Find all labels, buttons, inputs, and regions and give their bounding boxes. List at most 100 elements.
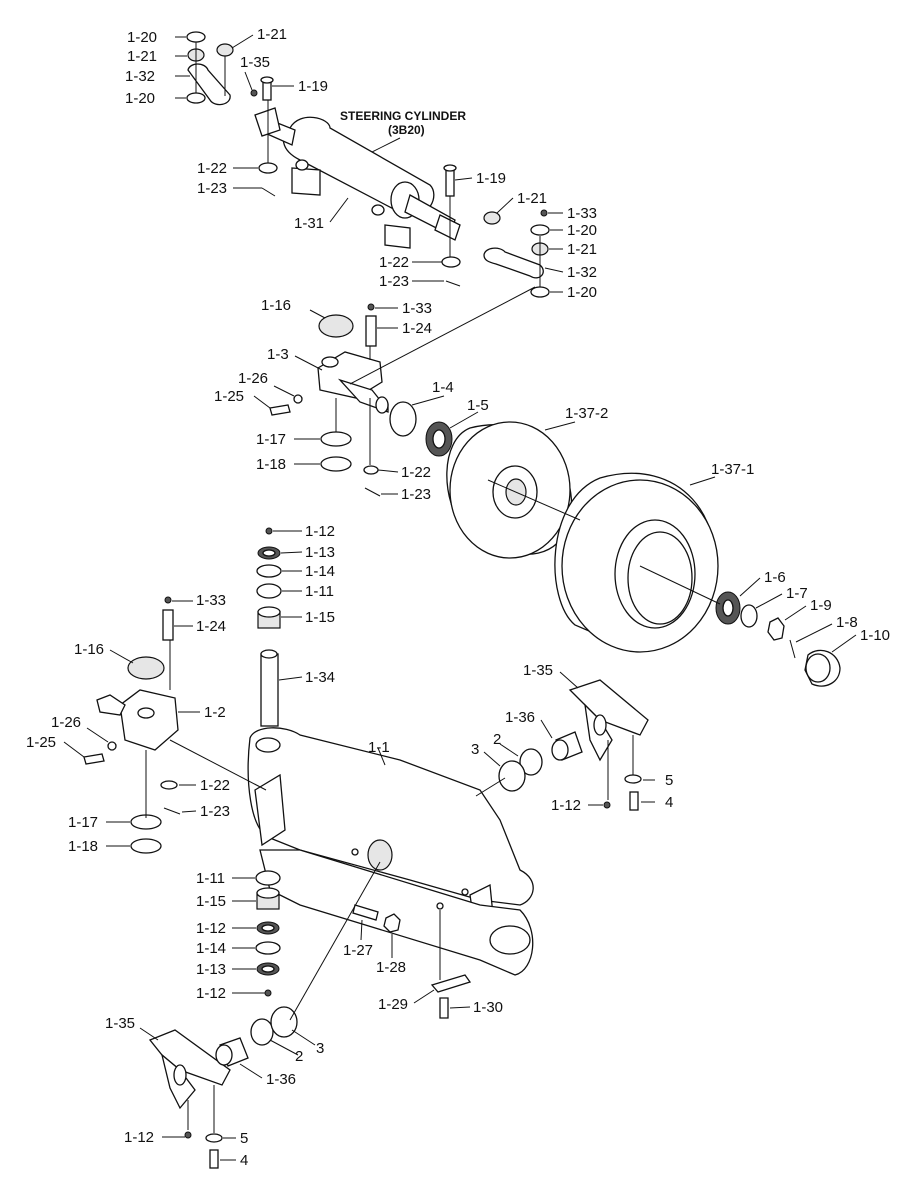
bushing-1-21: [216, 43, 234, 57]
label: 1-1: [368, 739, 390, 756]
bushing-1-36: [215, 1037, 249, 1067]
shim-1-18: [320, 456, 352, 472]
bearing-1-15: [257, 606, 281, 629]
plate-1-29: [430, 974, 472, 993]
bolt-1-25: [269, 404, 291, 416]
label: 1-16: [261, 297, 291, 314]
nipple-1-33: [367, 303, 375, 311]
bushing-1-36: [551, 731, 583, 761]
nipple-1-12: [264, 989, 272, 997]
label: 1-12: [124, 1129, 154, 1146]
label: 1-3: [267, 346, 289, 363]
nut-1-28: [383, 913, 401, 933]
washer-5: [624, 774, 642, 784]
label: 1-6: [764, 569, 786, 586]
label: 3: [316, 1040, 324, 1057]
bolt-4: [629, 791, 639, 811]
label: 1-16: [74, 641, 104, 658]
label: 1-8: [836, 614, 858, 631]
label: 5: [240, 1130, 248, 1147]
label: 5: [665, 772, 673, 789]
label: 1-34: [305, 669, 335, 686]
ring-3: [270, 1006, 298, 1038]
label: 1-31: [294, 215, 324, 232]
label: 1-26: [51, 714, 81, 731]
label: 1-12: [551, 797, 581, 814]
thrust-1-16: [318, 314, 354, 338]
label: 1-15: [196, 893, 226, 910]
seal-1-4: [389, 401, 417, 437]
label: 1-33: [567, 205, 597, 222]
label: 1-22: [200, 777, 230, 794]
arm-1-32: [187, 63, 231, 106]
axle-frame-1-1: [247, 727, 534, 976]
label: 1-22: [379, 254, 409, 271]
label: 1-12: [196, 920, 226, 937]
label: 1-35: [105, 1015, 135, 1032]
label: 1-5: [467, 397, 489, 414]
hubcap-1-10: [804, 649, 841, 687]
washer-1-20: [530, 286, 550, 298]
label: 1-20: [567, 222, 597, 239]
grease-nipple-1-35: [250, 89, 258, 97]
thrust-1-16: [127, 656, 165, 680]
title-line1: STEERING CYLINDER: [340, 109, 466, 123]
label: 1-11: [305, 583, 334, 600]
label: 1-26: [238, 370, 268, 387]
label: 1-30: [473, 999, 503, 1016]
label: 1-17: [68, 814, 98, 831]
label: 3: [471, 741, 479, 758]
label: 1-37-1: [711, 461, 754, 478]
pin-1-24: [162, 609, 174, 641]
washer-1-26: [107, 741, 117, 751]
steering-cylinder: [254, 107, 461, 249]
label: 1-33: [196, 592, 226, 609]
label: 1-23: [197, 180, 227, 197]
nut-1-9: [767, 617, 785, 641]
cotter-pin-1-23: [445, 280, 461, 287]
label: 1-17: [256, 431, 286, 448]
bushing-1-21: [483, 211, 501, 225]
shim-1-17: [320, 431, 352, 447]
nipple-1-33: [164, 596, 172, 604]
center-lines: [145, 42, 721, 1133]
part-labels: 1-20 1-21 1-21 1-35 1-32 1-19 1-20 1-22 …: [26, 26, 890, 1169]
label: 1-12: [305, 523, 335, 540]
nipple-1-12: [184, 1131, 192, 1139]
bracket-1-35: [148, 1029, 231, 1110]
label: 1-37-2: [565, 405, 608, 422]
shim-2: [250, 1018, 274, 1046]
label: 2: [295, 1048, 303, 1065]
label: 1-14: [305, 563, 335, 580]
label: 1-21: [567, 241, 597, 258]
label: 1-23: [379, 273, 409, 290]
label: 1-25: [26, 734, 56, 751]
label: 1-14: [196, 940, 226, 957]
shim-1-14: [256, 564, 282, 578]
cotter-1-23: [163, 807, 181, 815]
label: 1-9: [810, 597, 832, 614]
label: 1-11: [196, 870, 225, 887]
label: 1-20: [567, 284, 597, 301]
label: 1-32: [567, 264, 597, 281]
pin-1-24: [365, 315, 377, 347]
cotter-1-8: [789, 639, 796, 659]
seal-1-11: [255, 870, 281, 886]
knuckle-1-2: [96, 689, 179, 751]
label: 1-29: [378, 996, 408, 1013]
label: 1-20: [127, 29, 157, 46]
label: 1-19: [476, 170, 506, 187]
label: 1-13: [196, 961, 226, 978]
washer-5: [205, 1133, 223, 1143]
cotter-pin-1-23: [261, 187, 276, 197]
label: 1-36: [266, 1071, 296, 1088]
nipple-1-12: [265, 527, 273, 535]
shim-1-18: [130, 838, 162, 854]
label: 2: [493, 731, 501, 748]
arm-1-32: [483, 247, 544, 279]
ring-3: [498, 760, 526, 792]
label: 1-4: [432, 379, 454, 396]
label: 1-21: [127, 48, 157, 65]
